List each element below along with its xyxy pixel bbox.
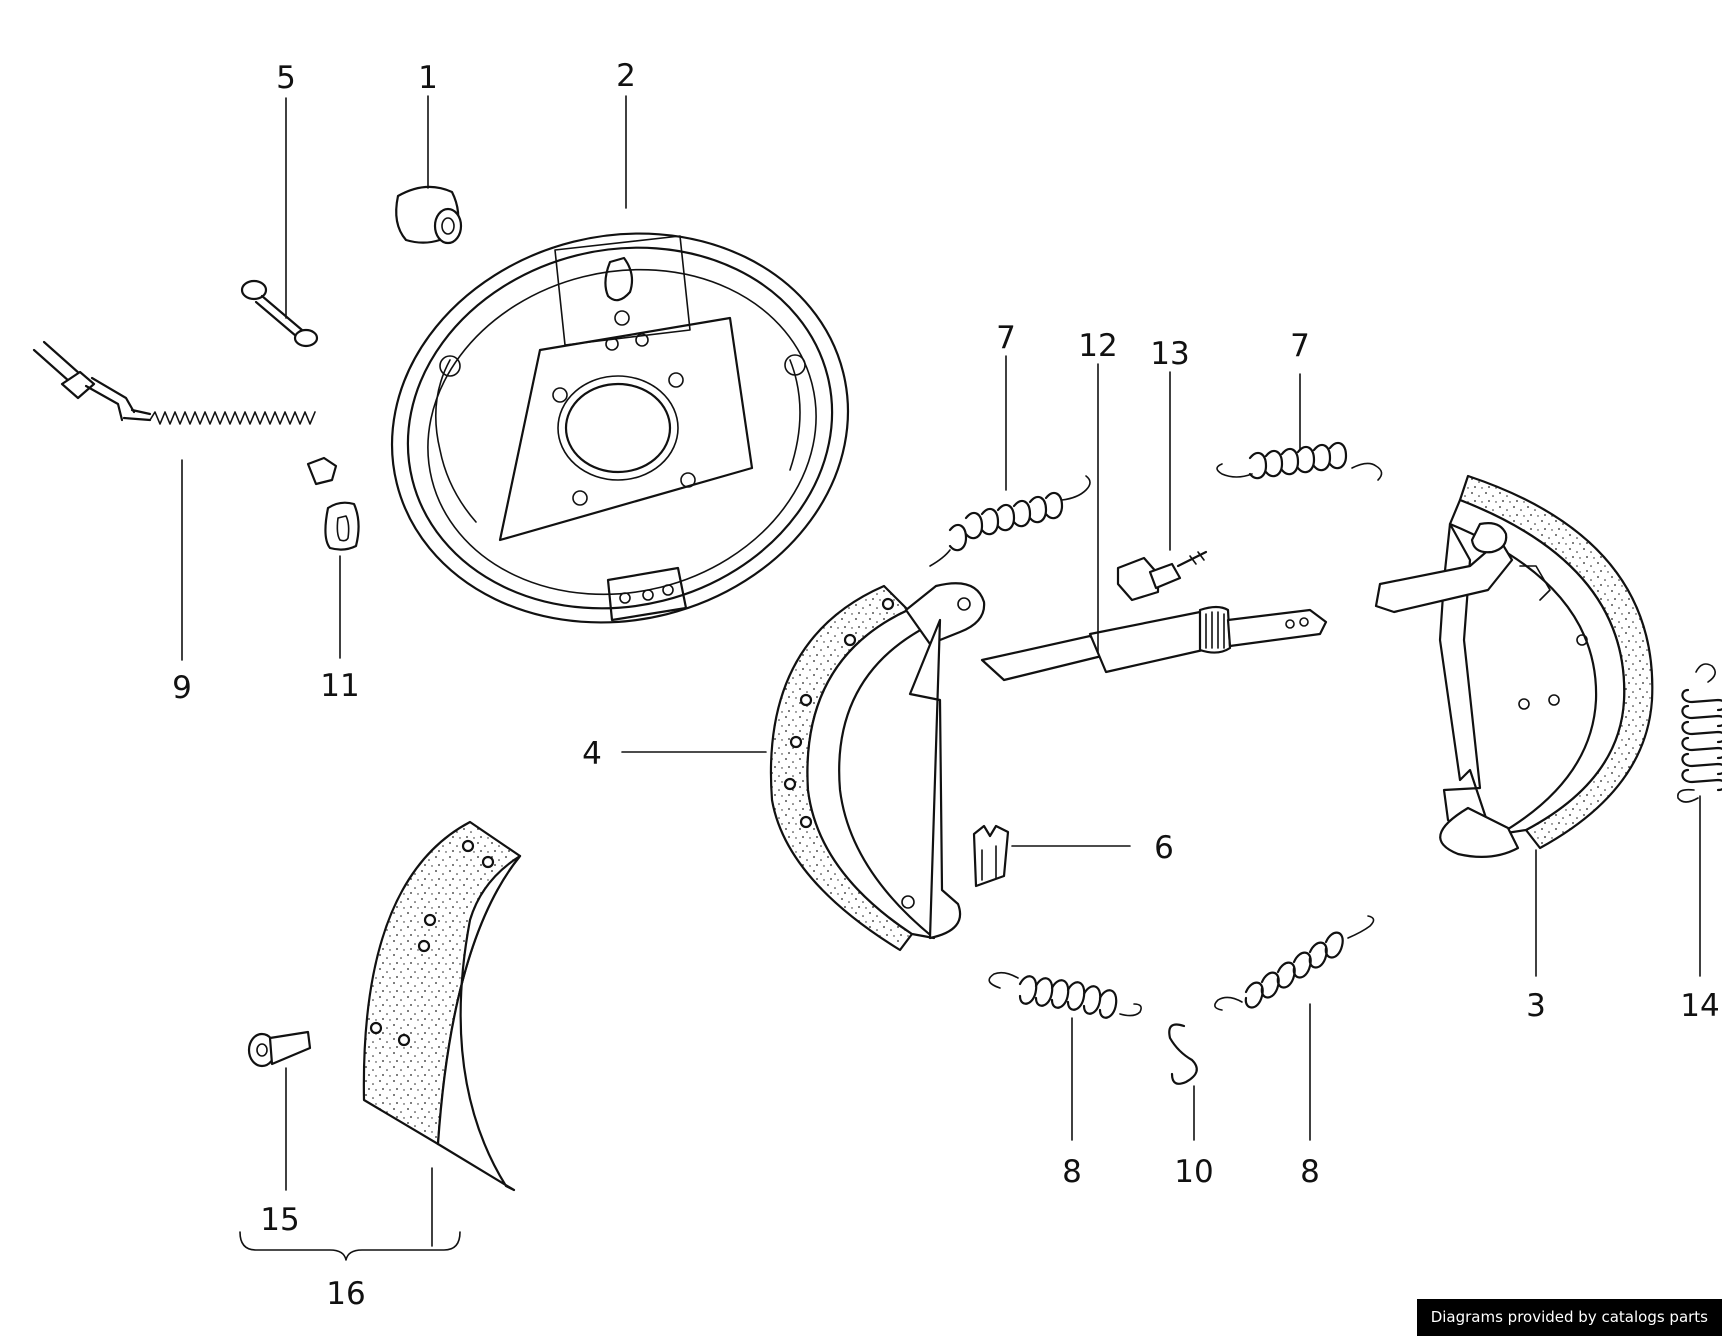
callout-16: 16	[326, 1276, 365, 1312]
pin-part	[240, 279, 319, 348]
callout-11: 11	[320, 668, 359, 704]
bushing-part	[324, 501, 360, 551]
callout-4: 4	[582, 736, 602, 772]
return-spring-right-part	[1216, 441, 1383, 481]
callout-3: 3	[1526, 988, 1546, 1024]
callout-7-right: 7	[1290, 328, 1310, 364]
callout-labels: 1 2 5 9 11 7 12 13 7 4 6 3 14 8 10 8 15 …	[172, 58, 1720, 1312]
callout-15: 15	[260, 1202, 299, 1238]
brake-lining-part	[362, 820, 522, 1192]
return-spring-left-part	[929, 475, 1091, 567]
s-hook-part	[1168, 1023, 1198, 1085]
backing-plate-part	[390, 232, 850, 624]
callout-8-right: 8	[1300, 1154, 1320, 1190]
callout-1: 1	[418, 60, 438, 96]
callout-14: 14	[1680, 988, 1719, 1024]
retainer-clip-part	[972, 824, 1010, 888]
hold-down-spring-part	[1677, 663, 1722, 803]
callout-2: 2	[616, 58, 636, 94]
rivet-part	[247, 1030, 312, 1068]
callout-6: 6	[1154, 830, 1174, 866]
callout-10: 10	[1174, 1154, 1213, 1190]
brake-shoe-right-part	[1374, 474, 1654, 859]
callout-12: 12	[1078, 328, 1117, 364]
brake-shoe-left-part	[769, 582, 986, 952]
grommet-part	[395, 185, 463, 245]
callout-7-left: 7	[996, 320, 1016, 356]
callout-9: 9	[172, 670, 192, 706]
adjuster-clip-part	[1116, 550, 1208, 602]
callout-13: 13	[1150, 336, 1189, 372]
callout-5: 5	[276, 60, 296, 96]
leader-lines	[181, 95, 1701, 1261]
lower-spring-right-part	[1214, 915, 1375, 1011]
lower-spring-left-part	[988, 971, 1142, 1019]
adjuster-part	[980, 605, 1328, 682]
brake-cable-part	[32, 340, 338, 486]
credit-banner: Diagrams provided by catalogs parts	[1416, 1299, 1722, 1336]
callout-8-left: 8	[1062, 1154, 1082, 1190]
